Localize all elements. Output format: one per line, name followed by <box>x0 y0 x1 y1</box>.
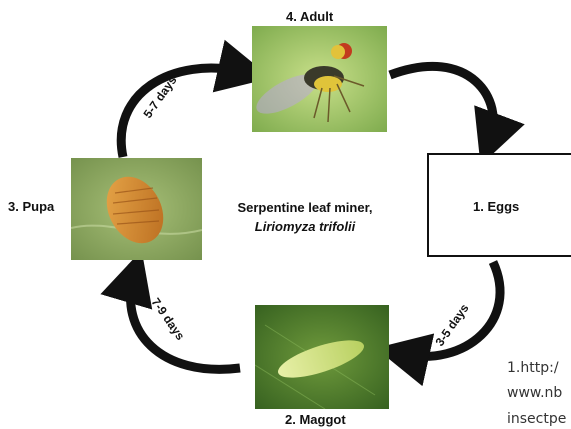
title-common-name: Serpentine leaf miner, <box>205 198 405 217</box>
stage-label-adult: 4. Adult <box>286 9 333 24</box>
pupa-photo <box>71 158 202 260</box>
arrow-adult-to-eggs <box>390 66 493 140</box>
reference-line-3: insectpe <box>507 411 566 427</box>
reference-line-1: 1.http:/ <box>507 360 559 376</box>
stage-label-maggot: 2. Maggot <box>285 412 346 427</box>
arrow-maggot-to-pupa <box>131 276 240 369</box>
diagram-title: Serpentine leaf miner, Liriomyza trifoli… <box>205 198 405 236</box>
adult-fly-photo <box>252 26 387 132</box>
maggot-photo <box>255 305 389 409</box>
title-scientific-name: Liriomyza trifolii <box>205 217 405 236</box>
reference-line-2: www.nb <box>507 385 562 401</box>
eggs-box: 1. Eggs <box>427 153 571 257</box>
stage-label-pupa: 3. Pupa <box>8 199 54 214</box>
stage-label-eggs: 1. Eggs <box>473 199 519 214</box>
arrow-eggs-to-maggot <box>402 262 500 356</box>
